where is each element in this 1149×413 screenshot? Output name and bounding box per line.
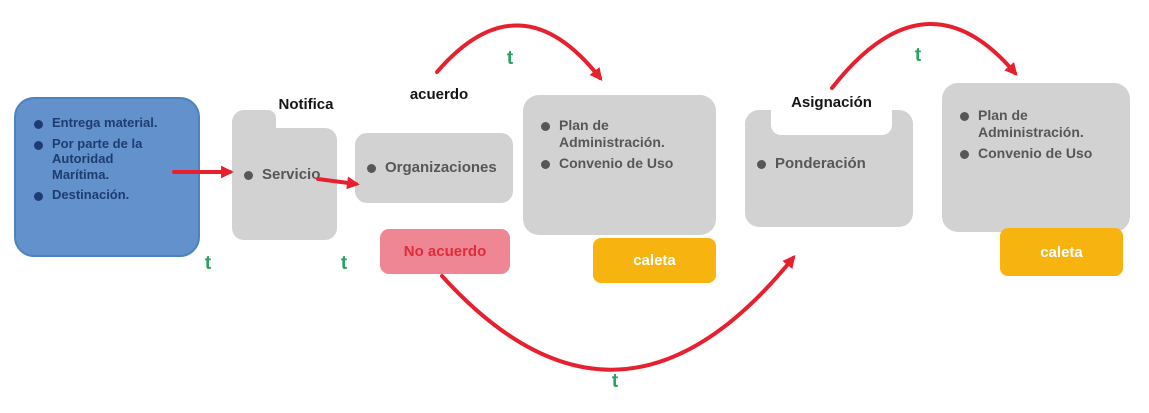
plan-administracion-box-1: Plan de Administración. Convenio de Uso	[523, 95, 716, 235]
acuerdo-label: acuerdo	[409, 86, 469, 103]
bullet-icon	[541, 159, 550, 169]
notifica-label: Notifica	[278, 96, 334, 113]
bullet-icon	[367, 164, 376, 173]
caleta-tag-1: caleta	[593, 238, 716, 283]
time-label-1: t	[204, 253, 212, 274]
list-item-text: Plan de Administración.	[978, 107, 1084, 140]
bullet-icon	[960, 112, 969, 121]
bullet-icon	[244, 171, 253, 180]
list-item: Plan de Administración.	[541, 117, 708, 151]
list-item-text: Ponderación	[775, 155, 866, 172]
time-label-5: t	[611, 371, 619, 392]
list-item-text: Organizaciones	[385, 159, 497, 176]
list-item-text: Entrega material.	[52, 115, 158, 130]
list-item-text: Plan de Administración.	[559, 117, 665, 150]
bullet-icon	[34, 192, 43, 202]
list-item: Destinación.	[34, 187, 190, 203]
list-item: Organizaciones	[367, 159, 497, 177]
list-item: Ponderación	[757, 155, 907, 173]
bullet-icon	[541, 122, 550, 131]
bullet-icon	[757, 160, 766, 169]
caleta-tag-label: caleta	[1040, 243, 1083, 261]
list-item: Servicio	[244, 166, 331, 184]
time-label-4: t	[914, 45, 922, 66]
asignacion-label: Asignación	[791, 94, 872, 111]
bullet-icon	[960, 149, 969, 159]
list-item: Plan de Administración.	[960, 107, 1122, 141]
caleta-tag-2: caleta	[1000, 228, 1123, 276]
time-label-2: t	[340, 253, 348, 274]
list-item: Convenio de Uso	[541, 155, 708, 172]
no-acuerdo-label: No acuerdo	[403, 243, 487, 260]
organizaciones-box: Organizaciones	[355, 133, 513, 203]
caleta-tag-label: caleta	[633, 252, 676, 269]
list-item: Entrega material.	[34, 115, 190, 131]
servicio-box: Servicio	[232, 128, 337, 240]
no-acuerdo-box: No acuerdo	[380, 229, 510, 274]
list-item-text: Destinación.	[52, 187, 130, 203]
list-item: Por parte de la Autoridad Marítima.	[34, 136, 190, 183]
list-item: Convenio de Uso	[960, 145, 1122, 162]
list-item-text: Convenio de Uso	[978, 144, 1093, 161]
asignacion-notch	[771, 88, 892, 135]
bullet-icon	[34, 120, 43, 129]
list-item-text: Por parte de la Autoridad Marítima.	[52, 135, 143, 182]
time-label-3: t	[506, 48, 514, 69]
entrega-material-box: Entrega material. Por parte de la Autori…	[14, 97, 200, 257]
bullet-icon	[34, 140, 43, 150]
list-item-text: Servicio	[262, 166, 321, 183]
plan-administracion-box-2: Plan de Administración. Convenio de Uso	[942, 83, 1130, 232]
list-item-text: Convenio de Uso	[559, 154, 674, 171]
